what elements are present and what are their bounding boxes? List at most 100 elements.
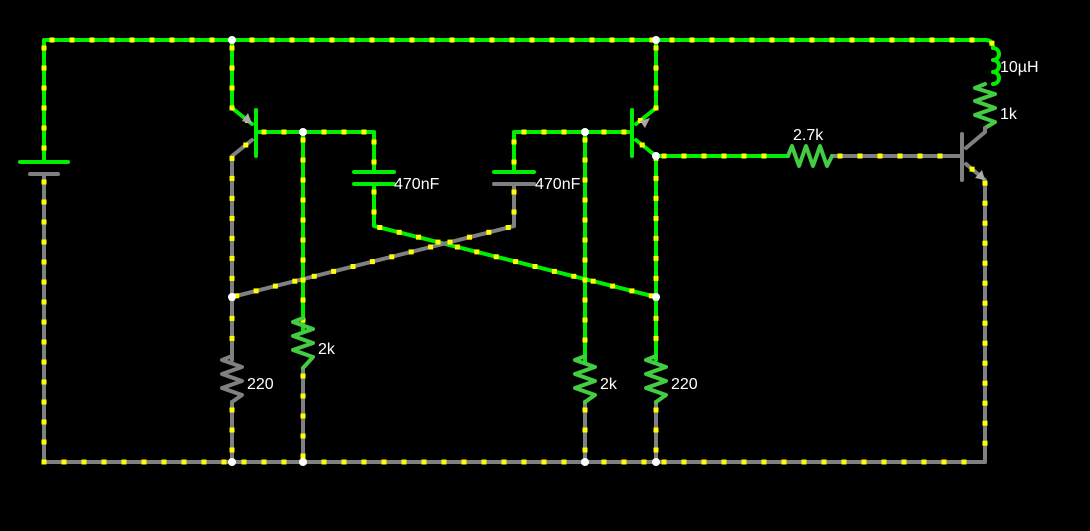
current-dot	[917, 153, 923, 159]
current-dot	[941, 459, 947, 465]
current-dot	[41, 459, 47, 465]
resistor-left-220[interactable]	[220, 354, 244, 404]
current-dot	[300, 137, 306, 143]
transistor-q2[interactable]	[630, 108, 650, 158]
current-dot	[521, 459, 527, 465]
current-dot	[289, 37, 295, 43]
current-dot	[709, 37, 715, 43]
current-dot	[561, 129, 567, 135]
current-dot	[897, 153, 903, 159]
current-dot	[409, 37, 415, 43]
current-dot	[421, 459, 427, 465]
current-dot	[281, 459, 287, 465]
current-dot	[582, 157, 588, 163]
current-dot	[41, 419, 47, 425]
current-dot	[653, 65, 659, 71]
current-dot	[41, 125, 47, 131]
current-dot	[272, 283, 278, 289]
current-dot	[511, 159, 517, 165]
capacitor-right[interactable]	[492, 170, 536, 186]
transistor-q1[interactable]	[242, 108, 258, 158]
junction-dot	[581, 128, 589, 136]
resistor-1k[interactable]	[973, 82, 997, 134]
resistor-2-7k[interactable]	[786, 144, 834, 168]
current-dot	[141, 459, 147, 465]
label-resistor-2-7k: 2.7k	[793, 127, 824, 144]
current-dot	[982, 400, 988, 406]
current-dot	[300, 197, 306, 203]
current-dot	[701, 153, 707, 159]
current-dot	[849, 37, 855, 43]
current-dot	[653, 235, 659, 241]
battery-symbol[interactable]	[18, 160, 70, 176]
current-dot	[881, 459, 887, 465]
current-dot	[789, 37, 795, 43]
junction-dot	[228, 458, 236, 466]
current-dot	[511, 209, 517, 215]
current-dot	[69, 37, 75, 43]
current-dot	[229, 255, 235, 261]
current-dot	[982, 240, 988, 246]
current-dot	[369, 259, 375, 265]
current-dot	[209, 37, 215, 43]
current-dot	[869, 37, 875, 43]
current-dot	[829, 37, 835, 43]
current-dot	[982, 220, 988, 226]
current-dot	[81, 459, 87, 465]
current-dot	[661, 153, 667, 159]
current-dot	[149, 37, 155, 43]
current-dot	[969, 166, 975, 172]
current-dot	[653, 315, 659, 321]
current-dot	[541, 129, 547, 135]
current-dot	[321, 129, 327, 135]
current-dot	[349, 37, 355, 43]
current-dot	[961, 459, 967, 465]
current-dot	[551, 268, 557, 274]
current-dot	[41, 439, 47, 445]
current-dot	[629, 288, 635, 294]
current-dot	[401, 459, 407, 465]
current-dot	[582, 177, 588, 183]
current-dot	[229, 315, 235, 321]
current-dot	[234, 293, 240, 299]
current-dot	[377, 225, 383, 230]
current-dot	[41, 199, 47, 205]
current-dot	[861, 459, 867, 465]
current-dot	[389, 37, 395, 43]
current-dot	[877, 153, 883, 159]
current-dot	[969, 37, 975, 43]
current-dot	[549, 37, 555, 43]
resistor-right-2k[interactable]	[573, 354, 597, 404]
inductor[interactable]	[991, 46, 1001, 86]
current-dot	[582, 237, 588, 243]
resistor-right-220[interactable]	[644, 354, 668, 404]
capacitor-left[interactable]	[352, 170, 396, 186]
current-dot	[229, 175, 235, 181]
current-dot	[982, 280, 988, 286]
current-dot	[229, 335, 235, 341]
current-dot	[889, 37, 895, 43]
current-dot	[521, 129, 527, 135]
current-dot	[49, 37, 55, 43]
current-dot	[582, 137, 588, 143]
current-dot	[300, 393, 306, 399]
current-dot	[701, 459, 707, 465]
current-dot	[582, 217, 588, 223]
current-dot	[781, 459, 787, 465]
current-dot	[909, 37, 915, 43]
current-dot	[582, 337, 588, 343]
label-resistor-left-2k: 2k	[318, 341, 336, 358]
current-dot	[532, 264, 538, 269]
current-dot	[921, 459, 927, 465]
transistor-q3[interactable]	[960, 130, 987, 182]
current-dot	[982, 360, 988, 366]
current-dot	[300, 413, 306, 419]
current-dot	[229, 215, 235, 221]
current-dot	[641, 459, 647, 465]
current-dot	[541, 459, 547, 465]
resistor-left-2k[interactable]	[291, 316, 315, 370]
current-dot	[501, 459, 507, 465]
current-dot	[729, 37, 735, 43]
current-dot	[300, 297, 306, 303]
current-dot	[41, 359, 47, 365]
